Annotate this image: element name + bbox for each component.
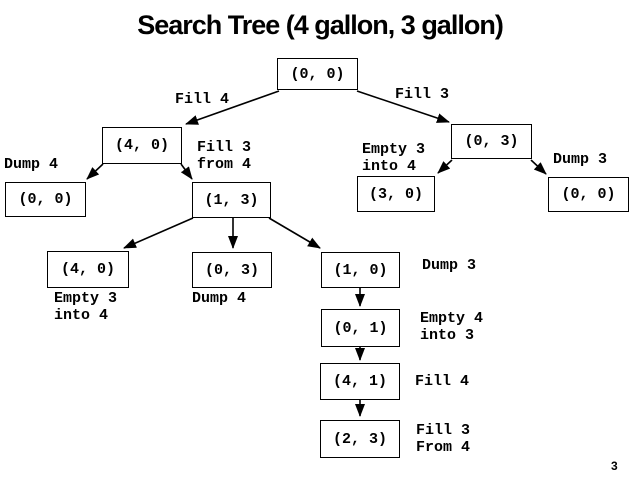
edge-0-3-to-3-0 (437, 159, 453, 174)
edge-1-3-to-1-0 (268, 217, 321, 249)
edge-label-dump-3-lower: Dump 3 (422, 257, 477, 274)
edge-root-to-0-3 (356, 90, 450, 123)
edge-label-dump-4-lower: Dump 4 (192, 290, 247, 307)
node-4-0-lower: (4, 0) (47, 251, 129, 288)
page-number: 3 (611, 459, 618, 473)
node-0-3: (0, 3) (451, 124, 532, 159)
node-3-0: (3, 0) (357, 176, 435, 212)
edge-label-fill-3-root-right: Fill 3 (395, 86, 450, 103)
node-1-0: (1, 0) (321, 252, 400, 288)
node-4-1: (4, 1) (320, 363, 400, 400)
edge-4-0-to-1-3 (180, 163, 193, 180)
node-0-1: (0, 1) (321, 309, 400, 347)
edge-label-fill-4-root-left: Fill 4 (175, 91, 230, 108)
edge-label-empty-3-into-4-lower: Empty 3 into 4 (54, 290, 118, 324)
edge-label-fill-4-lower: Fill 4 (415, 373, 470, 390)
edge-4-0-to-0-0 (86, 163, 104, 180)
node-0-0-right: (0, 0) (548, 177, 629, 212)
page-title: Search Tree (4 gallon, 3 gallon) (137, 10, 504, 40)
node-1-3: (1, 3) (192, 182, 271, 218)
edge-label-fill-3-from-4: Fill 3 from 4 (197, 139, 252, 173)
edge-label-fill-3-from-4-bottom: Fill 3 From 4 (416, 422, 471, 456)
node-0-0-left: (0, 0) (5, 182, 86, 217)
node-root-0-0: (0, 0) (277, 58, 358, 90)
edge-label-empty-4-into-3: Empty 4 into 3 (420, 310, 484, 344)
edge-label-empty-3-into-4-right: Empty 3 into 4 (362, 141, 426, 175)
edge-label-dump-3-right: Dump 3 (553, 151, 608, 168)
node-2-3: (2, 3) (320, 420, 400, 458)
edge-root-to-4-0 (185, 90, 280, 125)
edge-label-dump-4-left: Dump 4 (4, 156, 59, 173)
node-0-3-lower: (0, 3) (192, 252, 272, 288)
edge-0-3-to-0-0 (530, 159, 547, 175)
node-4-0: (4, 0) (102, 127, 182, 164)
edge-1-3-to-4-0 (123, 217, 194, 249)
